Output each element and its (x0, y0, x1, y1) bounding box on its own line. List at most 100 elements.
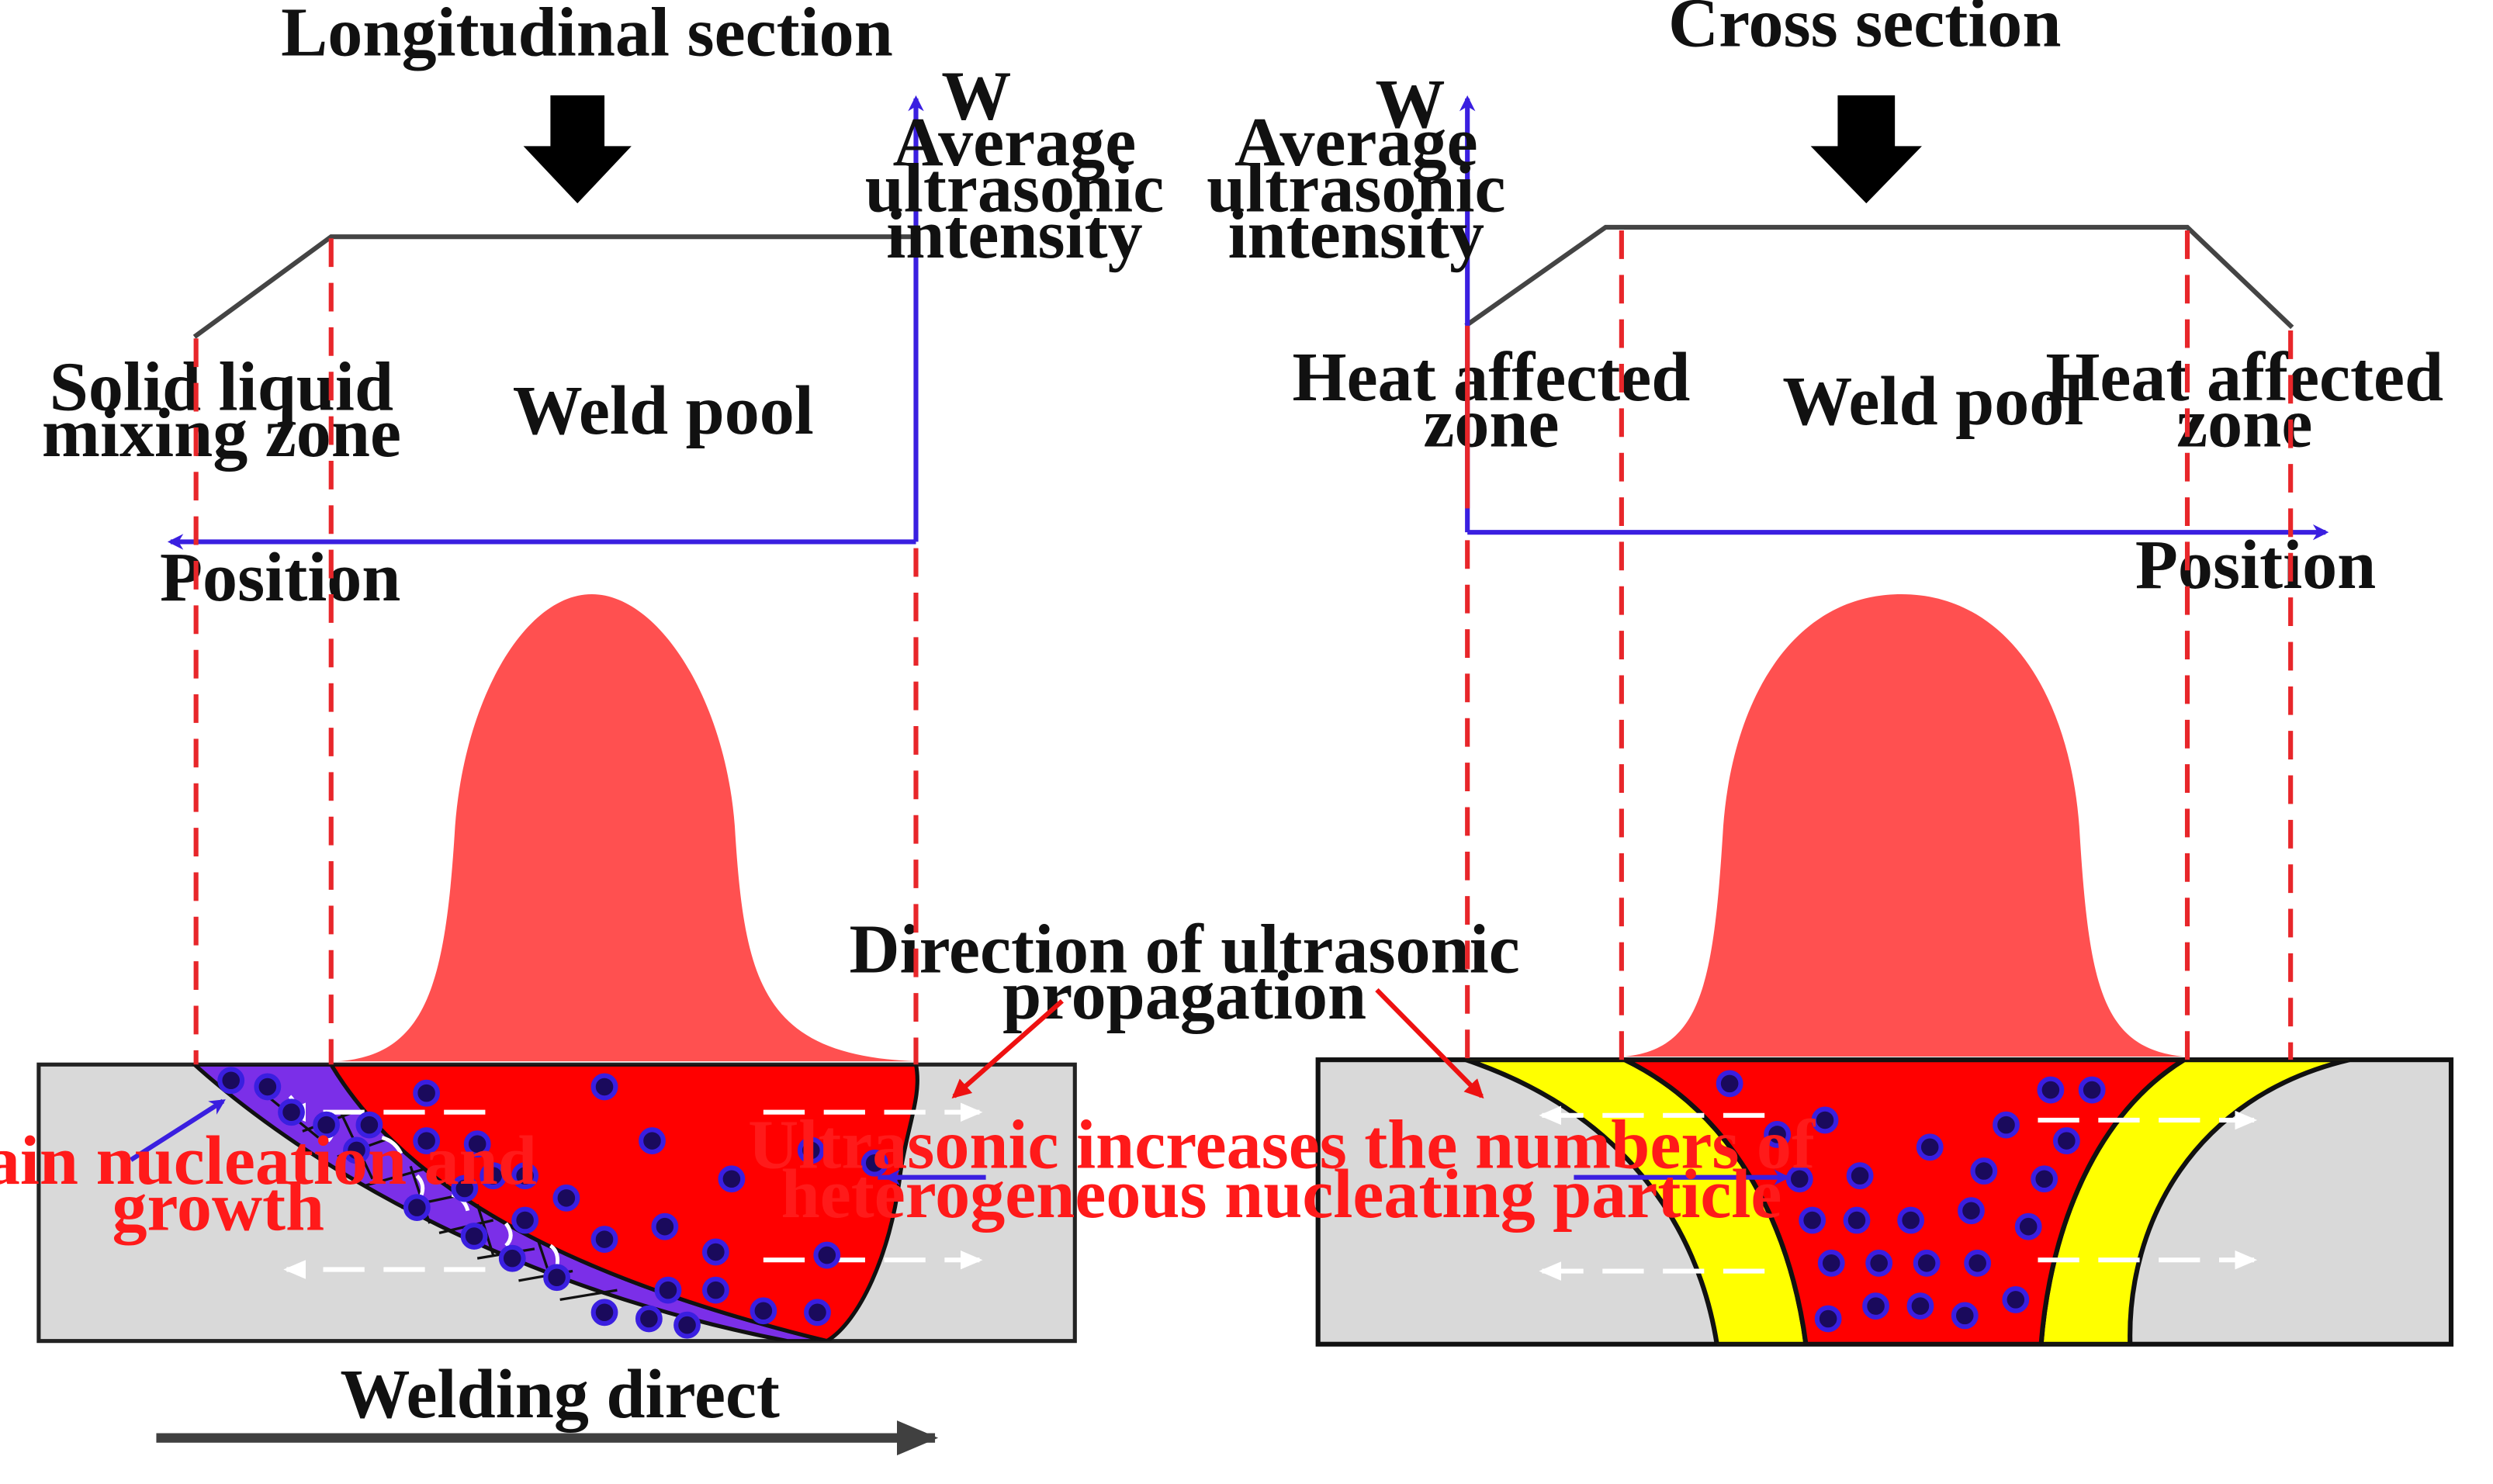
nucleating-particle (511, 1206, 539, 1234)
x-axis-label-left: Position (160, 539, 400, 616)
nucleating-particle (1764, 1120, 1792, 1148)
nucleating-particle (2037, 1076, 2065, 1104)
nucleating-particle (254, 1073, 282, 1101)
guide-lines-right (1465, 230, 2294, 1060)
weld-pool-label-right: Weld pool (1782, 363, 2083, 440)
nucleating-particle (1993, 1111, 2020, 1139)
nucleating-particle (1814, 1305, 1842, 1333)
nucleating-particle (1951, 1302, 1979, 1330)
pressure-arrow-icon (1810, 95, 1922, 204)
nucleating-particle (413, 1079, 441, 1107)
mixing-zone-label-1: Solid liquid (50, 348, 393, 425)
nucleating-particle (355, 1111, 383, 1139)
nucleating-particle (590, 1073, 618, 1101)
nucleating-particle (217, 1067, 245, 1095)
nucleating-particle (651, 1212, 679, 1240)
nucleating-particle (590, 1299, 618, 1327)
nucleating-particle (313, 1111, 341, 1139)
nucleating-particle (804, 1299, 831, 1327)
nucleating-particle (1843, 1206, 1871, 1234)
propagation-label-2: propagation (1002, 957, 1366, 1034)
y-axis-symbol-right: W (1375, 66, 1445, 143)
nucleating-particle (1964, 1249, 1992, 1277)
nucleating-particle (2002, 1286, 2030, 1313)
nucleating-particle (480, 1162, 507, 1190)
welding-direction-label: Welding direct (340, 1356, 780, 1433)
nucleating-particle (701, 1238, 729, 1266)
propagation-pointer-left (951, 999, 1064, 1098)
propagation-pointer-right (1375, 988, 1484, 1099)
nucleating-particle (673, 1311, 701, 1339)
left-title: Longitudinal section (281, 0, 893, 71)
nucleating-particles-left (217, 1067, 888, 1339)
y-axis-label-right-3: intensity (1228, 196, 1484, 273)
x-axis-label-right: Position (2135, 527, 2376, 604)
nucleating-particles-right (1716, 1070, 2106, 1333)
haz-left-label-2: zone (1423, 386, 1559, 462)
center-annotation-1: Ultrasonic increases the numbers of (748, 1106, 1816, 1183)
nucleating-particle (343, 1136, 370, 1164)
pressure-arrow-icon (523, 95, 632, 204)
nucleating-particle (813, 1241, 841, 1269)
nucleating-particle (463, 1130, 491, 1158)
haz-right-label-1: Heat affected (2045, 339, 2443, 416)
nucleating-particle (1958, 1197, 1985, 1225)
nucleating-particle (1799, 1206, 1826, 1234)
guide-lines-left (193, 238, 919, 1065)
grain-label-2: growth (112, 1168, 324, 1245)
y-axis-symbol-left: W (941, 58, 1011, 135)
nucleating-particle (2052, 1127, 2080, 1155)
nucleating-particle (1862, 1292, 1889, 1320)
nucleating-particle (543, 1264, 570, 1292)
y-axis-label-left-3: intensity (886, 196, 1142, 273)
nucleating-particle (1913, 1249, 1941, 1277)
y-axis-label-right-2: ultrasonic (1207, 150, 1505, 227)
nucleating-particle (1817, 1249, 1845, 1277)
nucleating-particle (1811, 1106, 1839, 1134)
left-panel: Longitudinal section W Average ultrasoni… (0, 0, 1520, 1456)
weld-pool-label-left: Weld pool (513, 372, 814, 449)
nucleating-particle (718, 1165, 746, 1193)
propagation-label-1: Direction of ultrasonic (849, 911, 1519, 988)
nucleating-particle (1970, 1157, 1998, 1185)
nucleating-particle (1916, 1133, 1944, 1161)
intensity-profile-line-right (1464, 224, 2294, 330)
grain-pointer-arrow (130, 1098, 226, 1162)
nucleating-particle (2014, 1212, 2042, 1240)
nucleating-particle (2031, 1165, 2058, 1193)
nucleating-particle (451, 1174, 479, 1202)
nucleating-particle (701, 1276, 729, 1304)
center-annotation-2: heterogeneous nucleating particle (781, 1156, 1782, 1233)
y-axis-label-left-1: Average (893, 104, 1137, 181)
nucleating-particle (1906, 1292, 1934, 1320)
nucleating-particle (590, 1226, 618, 1253)
right-title: Cross section (1668, 0, 2061, 61)
nucleating-particle (278, 1098, 305, 1126)
y-axis-label-left-2: ultrasonic (865, 150, 1164, 227)
nucleating-particle (498, 1244, 526, 1272)
nucleating-particle (1846, 1162, 1874, 1190)
nucleating-particle (635, 1305, 663, 1333)
nucleating-particle (413, 1127, 441, 1155)
nucleating-particle (654, 1276, 682, 1304)
nucleating-particle (2078, 1076, 2106, 1104)
mixing-zone-label-2: mixing zone (42, 395, 401, 472)
nucleating-particle (1865, 1249, 1893, 1277)
nucleating-particle (860, 1149, 888, 1177)
nucleating-particle (797, 1136, 825, 1164)
nucleating-particle (460, 1223, 488, 1250)
nucleating-particle (403, 1194, 431, 1222)
nucleating-particle (639, 1127, 666, 1155)
nucleating-particle (1897, 1206, 1925, 1234)
nucleating-particle (511, 1162, 539, 1190)
heat-source-bell-left (337, 594, 916, 1062)
intensity-profile-line (192, 234, 916, 339)
nucleating-particle (750, 1297, 777, 1325)
y-axis-label-right-1: Average (1234, 104, 1478, 181)
grain-label-1: Grain nucleation and (0, 1123, 537, 1199)
nucleating-particle (1716, 1070, 1743, 1098)
heat-source-bell-right (1624, 594, 2184, 1057)
right-panel: Cross section W Average ultrasonic inten… (1207, 0, 2454, 1347)
nucleating-particle (552, 1184, 580, 1212)
